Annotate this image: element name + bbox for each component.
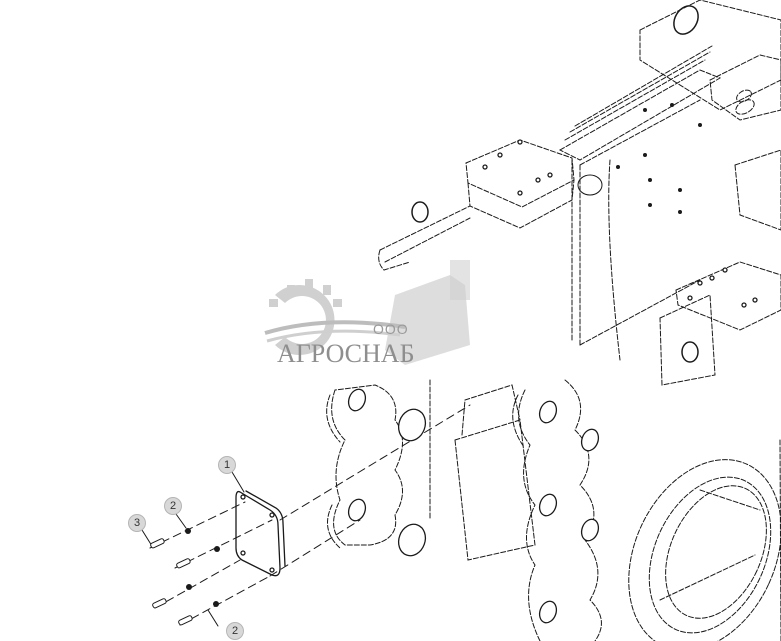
- washers: [185, 528, 220, 607]
- callout-1: 1: [218, 456, 236, 474]
- upper-rail: [558, 45, 722, 161]
- bearing-ring: [628, 439, 781, 641]
- bolts: [150, 538, 193, 626]
- callout-3: 3: [128, 514, 146, 532]
- inner-cover: [454, 384, 536, 561]
- callout-2: 2: [164, 497, 182, 515]
- studs: [616, 103, 702, 214]
- cover-plate: [235, 490, 286, 577]
- top-bracket: [639, 0, 781, 121]
- right-top-plate: [659, 149, 781, 386]
- assembly-lines: [149, 404, 471, 626]
- leaders: [141, 471, 245, 627]
- center-side-plate: [512, 379, 602, 641]
- left-top-plate: [378, 139, 575, 271]
- left-side-plate: [326, 379, 431, 549]
- callout-2-lower: 2: [226, 622, 244, 640]
- center-web: [571, 99, 701, 361]
- holes: [240, 139, 758, 624]
